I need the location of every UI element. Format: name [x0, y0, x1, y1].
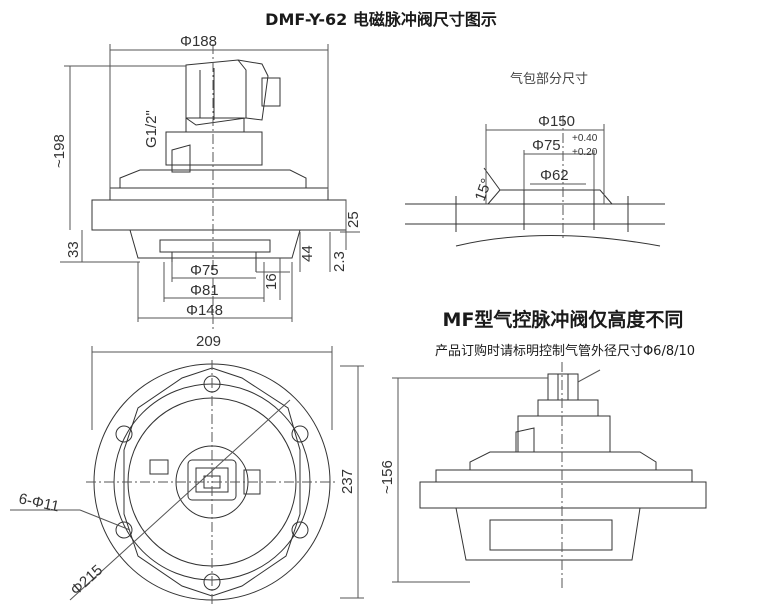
tank-caption: 气包部分尺寸 [510, 72, 589, 87]
side-view-dimensions [60, 44, 360, 330]
dim-33-label: 33 [65, 241, 82, 258]
mf-heading: MF型气控脉冲阀仅高度不同 [442, 309, 684, 331]
dim-tol-upper: +0.40 [572, 133, 598, 144]
dim-237-label: 237 [339, 469, 356, 494]
angle-15-label: 15° [472, 176, 496, 203]
dim-198-label: ~198 [51, 134, 68, 168]
dim-g12-label: G1/2" [143, 110, 160, 148]
mf-view-dimensions [392, 362, 601, 590]
dim-156-label: ~156 [379, 460, 396, 494]
dim-23-label: 2.3 [331, 251, 348, 272]
dim-tol-lower: +0.20 [572, 147, 598, 158]
dim-16-label: 16 [263, 273, 280, 290]
tank-view-dimensions [485, 115, 605, 240]
page-title: DMF-Y-62 电磁脉冲阀尺寸图示 [265, 10, 497, 29]
dim-209-label: 209 [196, 333, 221, 350]
dim-phi81-label: Φ81 [190, 282, 219, 299]
dim-phi148-label: Φ148 [186, 302, 223, 319]
side-view-outline [91, 59, 347, 272]
dim-phi62-label: Φ62 [540, 167, 569, 184]
dim-phi215-label: Φ215 [67, 562, 106, 599]
dim-25-label: 25 [345, 211, 362, 228]
dim-44-label: 44 [299, 245, 316, 262]
mf-view-outline [419, 373, 707, 561]
dim-phi75-tank-label: Φ75 [532, 137, 561, 154]
dim-phi188-label: Φ188 [180, 33, 217, 50]
order-note: 产品订购时请标明控制气管外径尺寸Φ6/8/10 [434, 344, 696, 359]
tank-view-outline [405, 167, 665, 247]
top-view-dimensions [10, 346, 364, 606]
dim-phi150-label: Φ150 [538, 113, 575, 130]
dim-phi75-side-label: Φ75 [190, 262, 219, 279]
holes-label: 6-Φ11 [17, 490, 61, 515]
